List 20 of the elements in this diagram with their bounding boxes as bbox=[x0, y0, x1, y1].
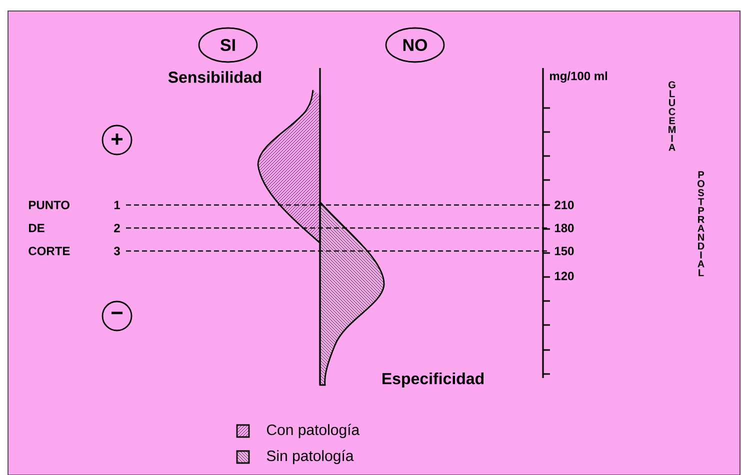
unit-label: mg/100 ml bbox=[550, 71, 608, 83]
tick-label: 150 bbox=[554, 246, 574, 256]
cut-number: 2 bbox=[114, 224, 120, 232]
oval: NO bbox=[385, 27, 445, 63]
circled-sign: − bbox=[102, 300, 132, 332]
legend-text: Sin patología bbox=[266, 450, 354, 464]
tick-label: 210 bbox=[554, 200, 574, 210]
axis-title: POSTPRANDIAL bbox=[698, 171, 704, 276]
cut-number: 1 bbox=[114, 200, 120, 210]
oval: SI bbox=[198, 27, 258, 63]
axis-title: GLUCEMIA bbox=[668, 81, 676, 151]
tick-label: 120 bbox=[554, 272, 574, 280]
label: CORTE bbox=[28, 246, 70, 256]
legend-text: Con patología bbox=[266, 424, 360, 438]
label: DE bbox=[29, 224, 44, 232]
cut-number: 3 bbox=[114, 246, 120, 256]
axis-label: Especificidad bbox=[382, 372, 484, 388]
tick-label: 180 bbox=[554, 224, 574, 232]
circled-sign: + bbox=[102, 124, 132, 156]
label: PUNTO bbox=[29, 200, 70, 210]
